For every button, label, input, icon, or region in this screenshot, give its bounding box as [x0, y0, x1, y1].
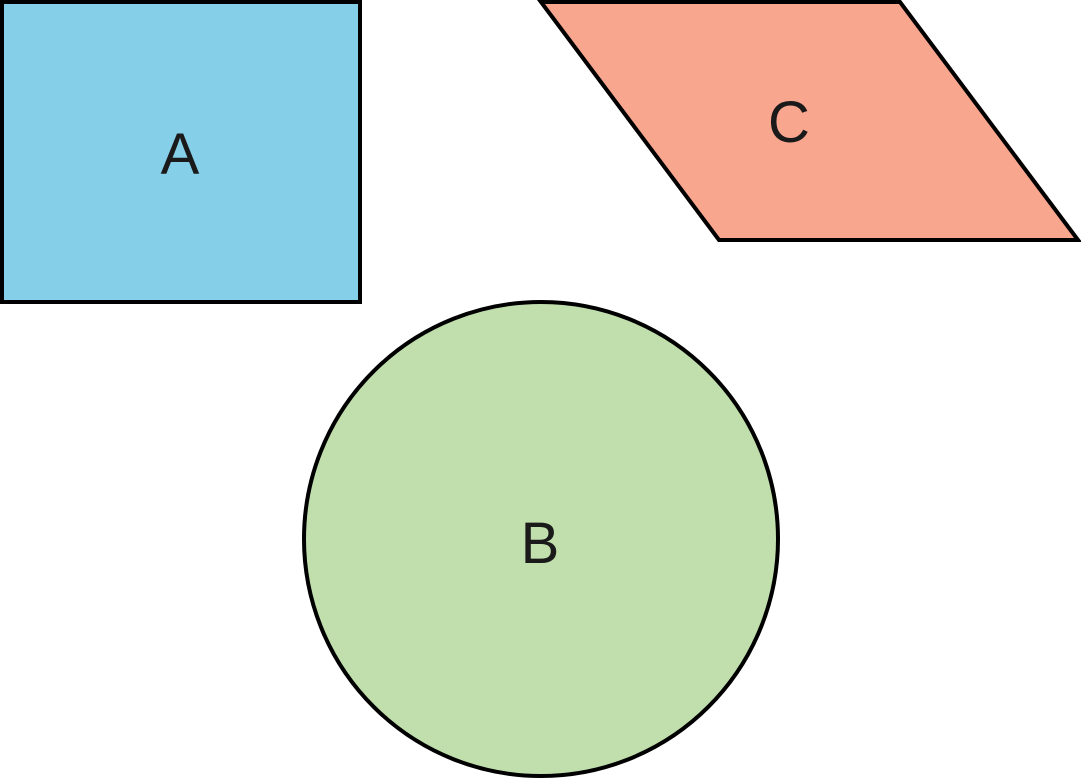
circle-shape-b: [302, 300, 780, 778]
parallelogram-label-c: C: [768, 90, 810, 155]
rectangle-label-a: A: [161, 122, 200, 187]
rectangle-shape-a: [0, 0, 362, 304]
circle-label-b: B: [521, 511, 560, 576]
parallelogram-shape-c: [537, 0, 1081, 242]
